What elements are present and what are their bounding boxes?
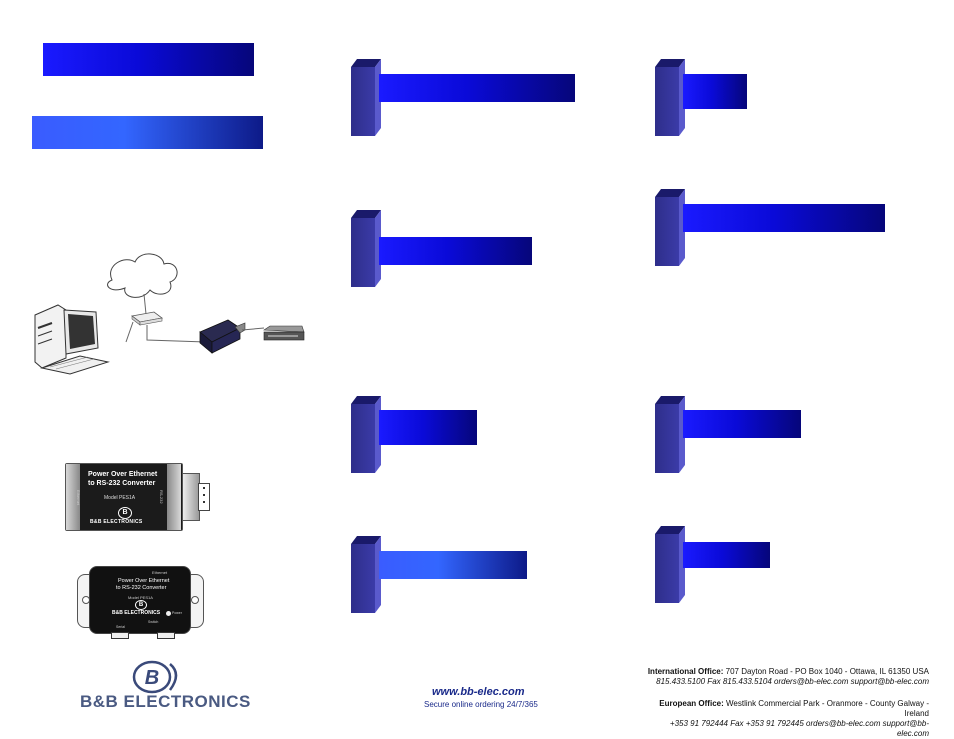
- intl-office-address: 707 Dayton Road - PO Box 1040 - Ottawa, …: [725, 667, 929, 676]
- eu-office-label: European Office:: [659, 699, 724, 708]
- device-port-right: RS-232: [159, 490, 164, 504]
- section-tab-7-bar: [683, 410, 801, 438]
- bottom-label-line1: Power Over Ethernet: [118, 578, 170, 584]
- section-tab-6-bar: [683, 204, 885, 232]
- eu-office-address: Westlink Commercial Park - Oranmore - Co…: [725, 699, 929, 718]
- serial-device-icon: [263, 325, 305, 341]
- section-tab-5-bar: [683, 74, 747, 109]
- device-brand: B&B ELECTRONICS: [90, 519, 143, 525]
- product-top-view: Ethernet Power Over Ethernet to RS-232 C…: [77, 566, 204, 639]
- section-tab-8: [655, 526, 915, 603]
- router-icon: [131, 311, 163, 326]
- logo-brand-text: B&B ELECTRONICS: [80, 692, 251, 711]
- intl-office-label: International Office:: [647, 667, 724, 676]
- eu-office-contact: +353 91 792444 Fax +353 91 792445 orders…: [669, 719, 929, 738]
- section-tab-3-bar: [379, 410, 477, 445]
- b-logo-icon: B: [118, 507, 132, 519]
- company-logo: B B&B ELECTRONICS: [80, 660, 280, 712]
- section-tab-2-bar: [379, 237, 532, 265]
- bottom-ethernet-label: Ethernet: [152, 570, 168, 575]
- product-side-view: Power Over Ethernet to RS-232 Converter …: [65, 463, 215, 531]
- b-logo-small-icon: B: [135, 600, 147, 610]
- section-tab-3: [351, 396, 611, 473]
- converter-device-icon: [199, 319, 246, 354]
- bottom-brand: B&B ELECTRONICS: [112, 610, 161, 616]
- section-tab-4-bar: [379, 551, 527, 579]
- terminal-block-right: [157, 632, 175, 639]
- bb-logo-icon: B: [132, 660, 178, 694]
- left-header-bar-1: [43, 43, 254, 76]
- bottom-serial-label: Serial: [116, 625, 125, 629]
- section-tab-8-bar: [683, 542, 770, 568]
- cloud-icon: [107, 253, 178, 298]
- section-tab-7: [655, 396, 915, 473]
- section-tab-5: [655, 59, 915, 136]
- section-tab-1: [351, 59, 611, 136]
- section-tab-1-bar: [379, 74, 575, 102]
- device-port-left: Ethernet: [76, 490, 81, 506]
- section-tab-6: [655, 189, 915, 266]
- device-model: Model PES1A: [104, 495, 136, 501]
- bottom-label-line2: to RS-232 Converter: [116, 585, 167, 591]
- bottom-model: Model PES1A: [128, 595, 153, 600]
- website-tagline: Secure online ordering 24/7/365: [424, 700, 538, 709]
- left-header-bar-2: [32, 116, 263, 149]
- bottom-power-label: Power: [172, 611, 182, 615]
- device-label-line1: Power Over Ethernet: [88, 471, 158, 478]
- terminal-block-left: [111, 632, 129, 639]
- device-body: Power Over Ethernet to RS-232 Converter …: [65, 463, 183, 531]
- svg-text:B: B: [145, 667, 159, 689]
- computer-icon: [34, 304, 110, 375]
- office-info: International Office: 707 Dayton Road - …: [640, 667, 929, 739]
- section-tab-2: [351, 210, 611, 287]
- website-url[interactable]: www.bb-elec.com: [432, 686, 525, 698]
- power-led-icon: [166, 611, 171, 616]
- device-top-body: Ethernet Power Over Ethernet to RS-232 C…: [89, 566, 191, 634]
- intl-office-contact: 815.433.5100 Fax 815.433.5104 orders@bb-…: [656, 677, 929, 686]
- network-diagram: [34, 253, 305, 375]
- section-tab-4: [351, 536, 611, 613]
- bottom-switch-label: Switch: [148, 620, 159, 624]
- device-label-line2: to RS-232 Converter: [88, 480, 156, 487]
